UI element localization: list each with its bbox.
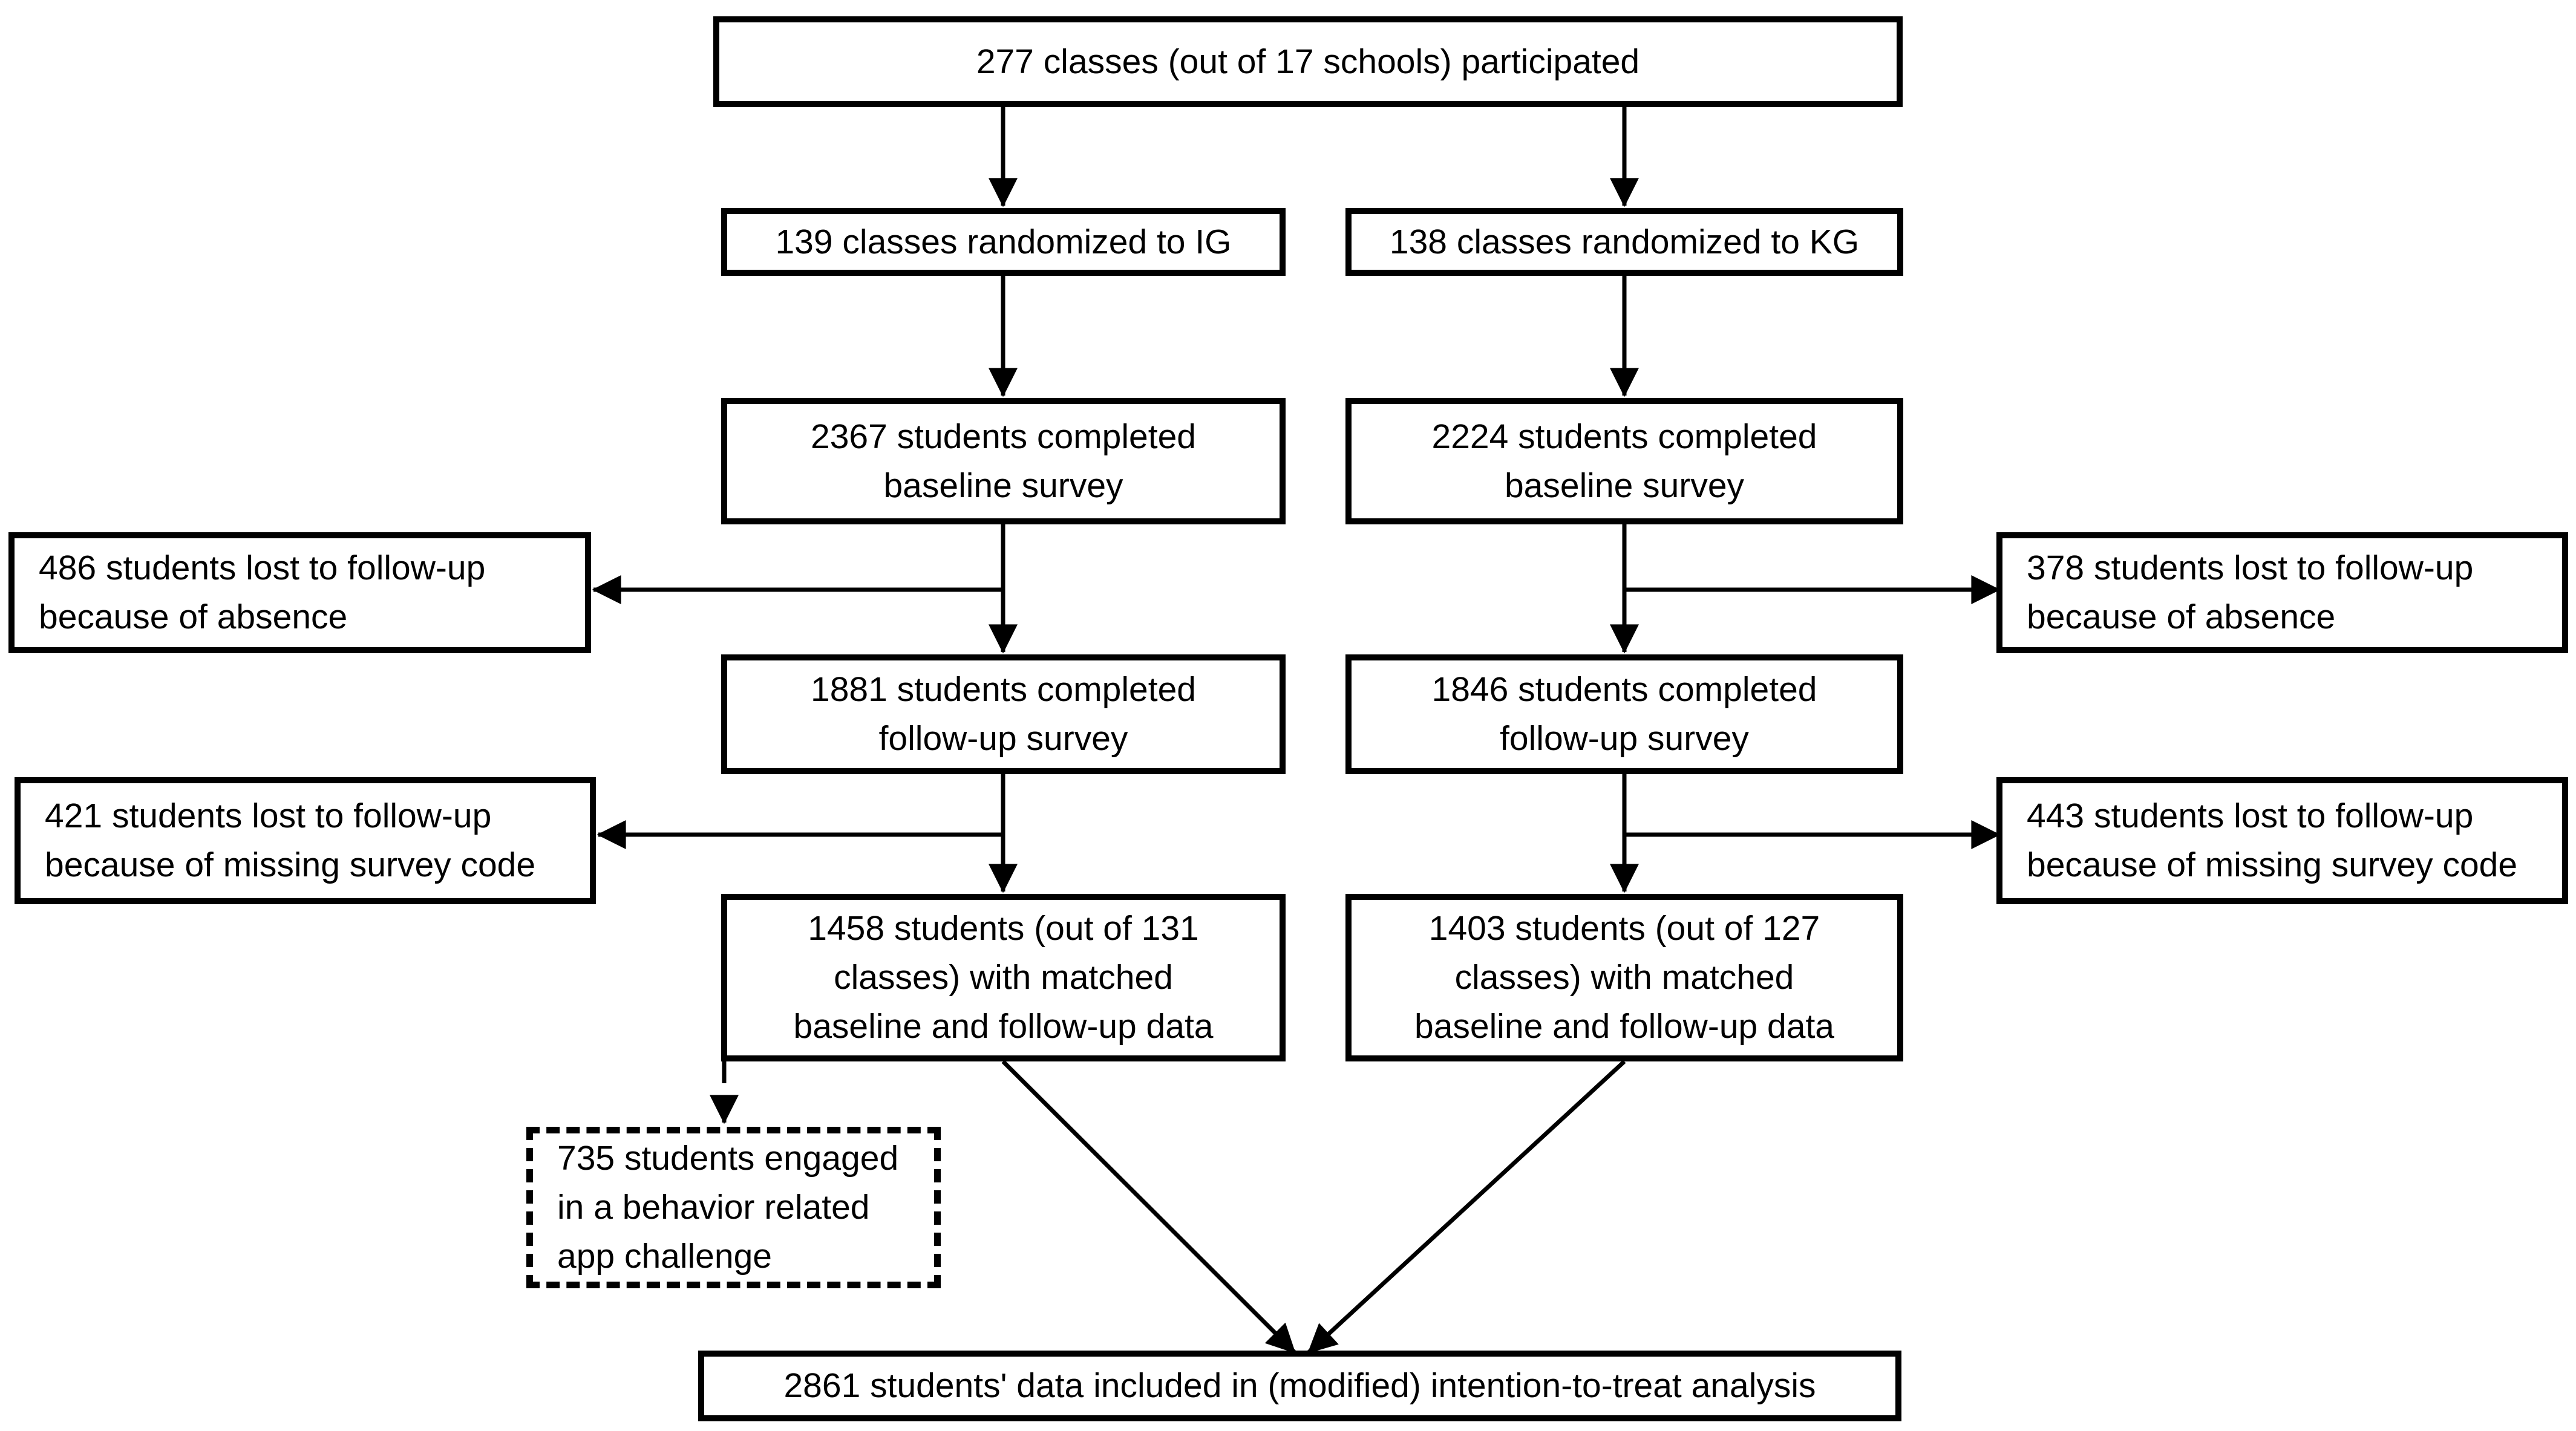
box-randomized-kg: 138 classes randomized to KG [1345,208,1903,276]
box-matched-ig-line: baseline and follow-up data [793,1006,1214,1046]
box-lost-code-kg: 443 students lost to follow-up because o… [1996,777,2568,904]
box-followup-ig-line: follow-up survey [878,719,1128,758]
box-lost-code-ig-line: because of missing survey code [45,846,536,884]
box-lost-absence-ig-line: because of absence [39,598,348,636]
box-baseline-ig: 2367 students completed baseline survey [721,398,1286,524]
box-matched-kg-line: baseline and follow-up data [1414,1006,1834,1046]
box-lost-absence-ig: 486 students lost to follow-up because o… [8,532,591,653]
box-matched-kg-line: classes) with matched [1454,958,1794,997]
box-lost-absence-kg: 378 students lost to follow-up because o… [1996,532,2568,653]
box-baseline-kg: 2224 students completed baseline survey [1345,398,1903,524]
arrow-matched-ig-to-analysis [1001,1060,1296,1354]
box-followup-kg-line: 1846 students completed [1431,670,1817,709]
box-app-challenge: 735 students engaged in a behavior relat… [526,1127,941,1288]
box-randomized-kg-line: 138 classes randomized to KG [1389,222,1860,261]
box-participated-line: 277 classes (out of 17 schools) particip… [976,42,1640,81]
box-baseline-kg-line: 2224 students completed [1431,417,1817,456]
box-participated: 277 classes (out of 17 schools) particip… [713,16,1903,107]
box-app-challenge-line: 735 students engaged [557,1139,899,1178]
box-matched-ig-line: 1458 students (out of 131 [808,909,1199,948]
box-lost-code-kg-line: because of missing survey code [2027,846,2518,884]
box-baseline-kg-line: baseline survey [1504,466,1745,505]
box-lost-absence-kg-line: because of absence [2027,598,2336,636]
box-matched-ig-line: classes) with matched [834,958,1173,997]
box-matched-kg-line: 1403 students (out of 127 [1428,909,1820,948]
box-baseline-ig-line: baseline survey [883,466,1123,505]
box-analysis-line: 2861 students' data included in (modifie… [783,1366,1816,1406]
box-lost-absence-ig-line: 486 students lost to follow-up [39,549,486,588]
box-matched-ig: 1458 students (out of 131 classes) with … [721,894,1286,1061]
box-followup-kg-line: follow-up survey [1500,719,1749,758]
box-randomized-ig-line: 139 classes randomized to IG [775,222,1232,261]
box-lost-absence-kg-line: 378 students lost to follow-up [2027,549,2474,588]
box-matched-kg: 1403 students (out of 127 classes) with … [1345,894,1903,1061]
arrow-matched-kg-to-analysis [1307,1060,1626,1354]
box-followup-kg: 1846 students completed follow-up survey [1345,654,1903,774]
box-lost-code-ig-line: 421 students lost to follow-up [45,797,492,836]
box-analysis: 2861 students' data included in (modifie… [698,1351,1901,1421]
box-lost-code-ig: 421 students lost to follow-up because o… [15,777,596,904]
box-followup-ig: 1881 students completed follow-up survey [721,654,1286,774]
box-app-challenge-line: app challenge [557,1236,772,1276]
box-baseline-ig-line: 2367 students completed [811,417,1196,456]
box-app-challenge-line: in a behavior related [557,1188,870,1227]
box-followup-ig-line: 1881 students completed [811,670,1196,709]
box-lost-code-kg-line: 443 students lost to follow-up [2027,797,2474,836]
box-randomized-ig: 139 classes randomized to IG [721,208,1286,276]
